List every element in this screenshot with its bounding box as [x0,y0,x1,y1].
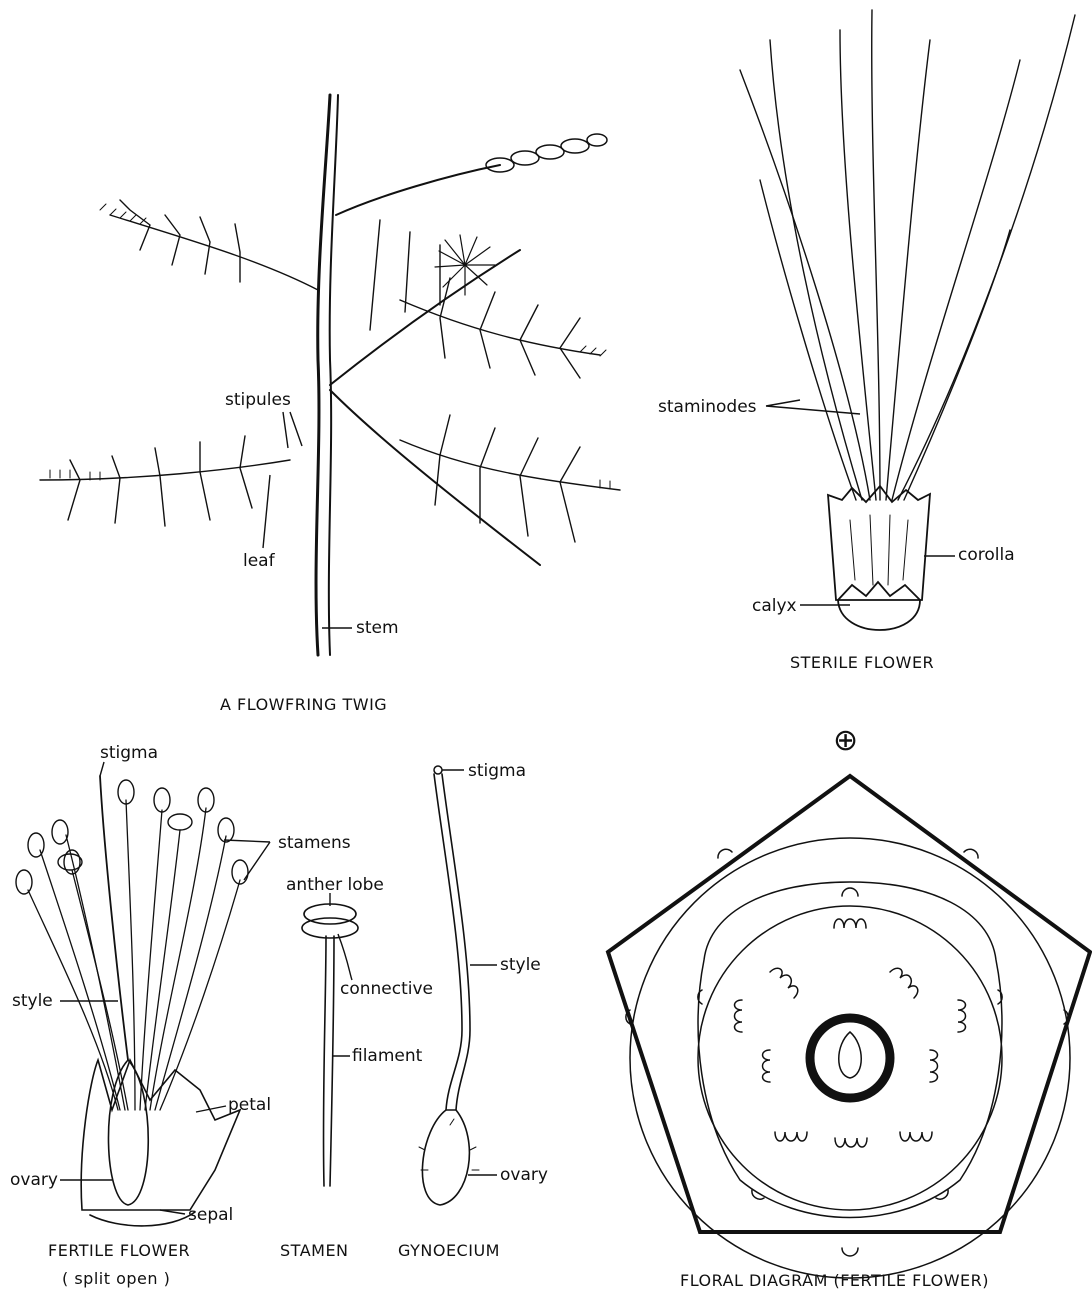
caption-floral-diagram: FLORAL DIAGRAM (FERTILE FLOWER) [680,1271,989,1290]
stamen-illustration [302,904,358,1186]
gynoecium-ovary [422,1110,469,1205]
label-connective: connective [340,979,433,999]
sterile-labels: staminodes corolla calyx STERILE FLOWER [658,397,1015,672]
label-calyx: calyx [752,596,797,616]
gynoecium-style [434,774,470,1110]
label-petal: petal [228,1095,271,1115]
caption-sterile-flower: STERILE FLOWER [790,653,934,672]
label-stem: stem [356,618,399,638]
actinomorphic-symbol: ⊕ [833,723,858,758]
fertile-style [100,776,128,1060]
caption-fertile-flower: FERTILE FLOWER [48,1241,190,1260]
calyx-cup [838,582,920,630]
fertile-petals [81,1060,240,1210]
stamen-filaments [28,800,240,1110]
label-gyn-ovary: ovary [500,1165,548,1185]
twig-branch-lower [330,390,540,565]
label-fertile-stigma: stigma [100,743,158,763]
caption-twig: A FLOWFRING TWIG [220,695,387,714]
caption-fertile-subcaption: ( split open ) [62,1269,170,1288]
stamen-filament [323,936,334,1186]
label-anther-lobe: anther lobe [286,875,384,895]
label-sepal: sepal [188,1205,233,1225]
gynoecium-labels: stigma style ovary GYNOECIUM [398,761,548,1260]
ovule [839,1032,862,1078]
twig-branch-upper [336,165,500,215]
petal-nubs [698,888,1002,1199]
twig-labels: stipules leaf stem A FLOWFRING TWIG [220,390,399,714]
flower-spike [486,134,607,172]
caption-stamen: STAMEN [280,1241,349,1260]
anther-lobe-lower [302,918,358,938]
label-stamens: stamens [278,833,351,853]
anthers [16,780,248,894]
sterile-flower-illustration [740,10,1075,630]
stamen-whorl [698,906,1002,1210]
flowering-twig-illustration [40,95,620,655]
gynoecium-stigma [434,766,442,774]
label-fertile-ovary: ovary [10,1170,58,1190]
label-gyn-style: style [500,955,541,975]
staminodes-drawing [740,10,1075,500]
bract-pentagon [608,776,1090,1232]
stamen-labels: anther lobe connective filament STAMEN [280,875,433,1260]
label-leaf: leaf [243,551,276,571]
flower-tuft [435,235,495,295]
label-corolla: corolla [958,545,1015,565]
label-fertile-style: style [12,991,53,1011]
gynoecium-ring [810,1018,890,1098]
caption-gynoecium: GYNOECIUM [398,1241,500,1260]
twig-branch-right [330,250,520,385]
twig-stem [316,95,330,655]
label-staminodes: staminodes [658,397,757,417]
label-filament: filament [352,1046,423,1066]
label-gyn-stigma: stigma [468,761,526,781]
floral-diagram: ⊕ FLORAL DIAGRAM (FERTILE FLOWER) [608,723,1090,1290]
label-stipules: stipules [225,390,291,410]
fertile-labels: stigma stamens style petal ovary sepal F… [10,743,351,1288]
fertile-ovary [108,1060,148,1205]
calyx-whorl [630,838,1070,1278]
